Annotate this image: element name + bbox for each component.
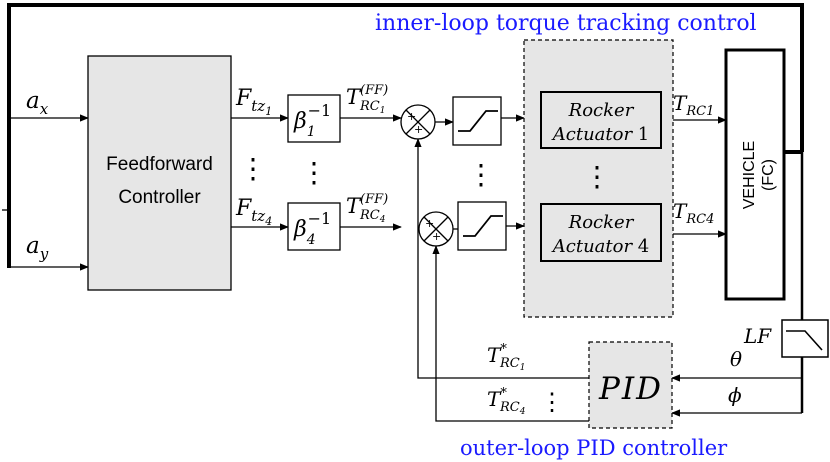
ay-label: ay <box>26 233 49 263</box>
saturation-block-4 <box>457 201 507 251</box>
sat-dots: ⋮ <box>467 158 495 191</box>
tstar1-sub: RC1 <box>499 356 525 373</box>
beta1-label: β1−1 <box>293 101 331 140</box>
beta1-block <box>287 94 341 143</box>
rocker-actuator-4-line2: Actuator 4 <box>551 236 650 257</box>
svg-text:+: + <box>407 110 416 123</box>
theta-label: θ <box>730 347 742 371</box>
ftz1-label: Ftz1 <box>235 86 272 118</box>
pid-label: PID <box>598 371 663 407</box>
ax-label: ax <box>26 88 49 118</box>
saturation-block-1 <box>452 96 502 146</box>
pid-block <box>588 341 673 429</box>
beta4-block <box>287 202 341 251</box>
ff-dots: ⋮ <box>239 152 267 185</box>
feedforward-label-line2: Controller <box>118 187 201 208</box>
outer-feedback-frame <box>7 3 804 268</box>
feedforward-controller-block <box>87 55 232 291</box>
trc4-output-label: TRC4 <box>673 199 714 227</box>
beta4-label: β4−1 <box>293 209 331 248</box>
rocker-actuator-1-block <box>540 91 662 149</box>
vehicle-label-line2: (FC) <box>760 159 777 191</box>
ftz4-label: Ftz4 <box>235 196 272 228</box>
feedforward-label-line1: Feedforward <box>106 154 213 175</box>
tstar4-label: T* <box>487 386 507 411</box>
trc1-ff-sub: RC1 <box>359 99 385 116</box>
svg-text:+: + <box>414 123 423 136</box>
rocker-actuator-1-line1: Rocker <box>568 100 635 121</box>
summing-junction-1: + + <box>400 104 436 140</box>
tstar1-label: T* <box>487 342 507 367</box>
pid-output-dots: ⋮ <box>540 388 564 416</box>
summing-junction-4: + + <box>418 211 454 247</box>
beta-dots: ⋮ <box>300 156 328 189</box>
trc1-ff-label: T(FF) <box>346 83 388 109</box>
actuators-container <box>523 39 674 318</box>
phi-label: ϕ <box>728 383 742 407</box>
rocker-actuator-4-line1: Rocker <box>568 212 635 233</box>
pid-to-junction4 <box>432 245 589 422</box>
svg-text:+: + <box>432 230 441 243</box>
tstar4-sub: RC4 <box>499 400 526 417</box>
trc1-output-label: TRC1 <box>673 91 714 119</box>
vehicle-label-line1: VEHICLE <box>741 141 758 209</box>
trc4-ff-sub: RC4 <box>359 208 386 225</box>
svg-text:+: + <box>425 217 434 230</box>
rocker-actuator-4-block <box>540 203 662 262</box>
pid-to-junction1 <box>414 138 589 379</box>
inner-loop-title: inner-loop torque tracking control <box>375 11 757 36</box>
actuator-dots: ⋮ <box>583 160 611 193</box>
trc4-ff-label: T(FF) <box>346 192 388 218</box>
outer-loop-title: outer-loop PID controller <box>460 436 728 460</box>
low-pass-filter-block <box>781 319 829 358</box>
lf-label: LF <box>743 324 772 348</box>
rocker-actuator-1-line2: Actuator 1 <box>551 124 650 145</box>
vehicle-block <box>724 48 786 301</box>
